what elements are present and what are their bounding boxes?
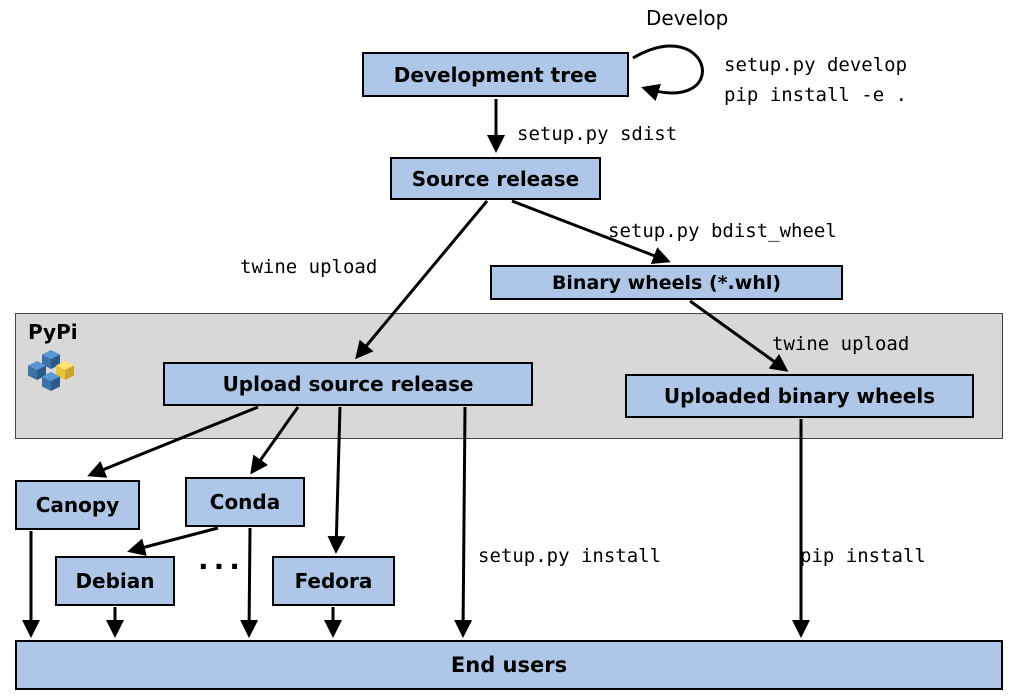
ellipsis-label: ... <box>198 543 245 576</box>
node-uploaded-binary-wheels: Uploaded binary wheels <box>625 374 974 418</box>
arrow-develop-self-loop <box>632 44 704 102</box>
node-debian: Debian <box>55 556 175 606</box>
edge-label-setup-py-sdist: setup.py sdist <box>517 123 678 145</box>
arrow-source-to-wheels <box>511 199 671 265</box>
node-source-release: Source release <box>390 157 601 200</box>
edge-label-develop: Develop <box>646 6 729 30</box>
arrow-upload-to-conda <box>250 406 300 475</box>
edge-label-setup-py-develop: setup.py develop <box>724 54 908 76</box>
edge-label-pip-install: pip install <box>800 545 926 567</box>
edge-label-twine-upload-source: twine upload <box>240 256 378 278</box>
node-canopy: Canopy <box>15 480 140 530</box>
edge-label-setup-py-bdist-wheel: setup.py bdist_wheel <box>608 220 837 242</box>
edge-label-pip-install-editable: pip install -e . <box>724 84 908 106</box>
node-end-users: End users <box>15 640 1003 690</box>
arrow-upload-to-fedora <box>327 406 346 554</box>
pypi-band-label: PyPi <box>28 320 78 344</box>
node-binary-wheels: Binary wheels (*.whl) <box>490 265 843 300</box>
arrow-conda-to-endusers <box>240 527 259 638</box>
pypi-logo-icon <box>28 350 74 391</box>
node-fedora: Fedora <box>272 556 395 606</box>
edge-label-setup-py-install: setup.py install <box>478 545 662 567</box>
arrow-conda-to-debian <box>127 526 219 556</box>
node-development-tree: Development tree <box>362 52 629 97</box>
node-upload-source-release: Upload source release <box>163 362 533 406</box>
arrow-setup-install-to-endusers <box>454 406 473 638</box>
arrow-upload-to-canopy <box>87 405 259 478</box>
arrow-wheels-to-uploaded <box>689 299 789 372</box>
arrow-source-to-upload <box>355 200 489 360</box>
node-conda: Conda <box>185 477 305 527</box>
edge-label-twine-upload-wheels: twine upload <box>772 333 910 355</box>
